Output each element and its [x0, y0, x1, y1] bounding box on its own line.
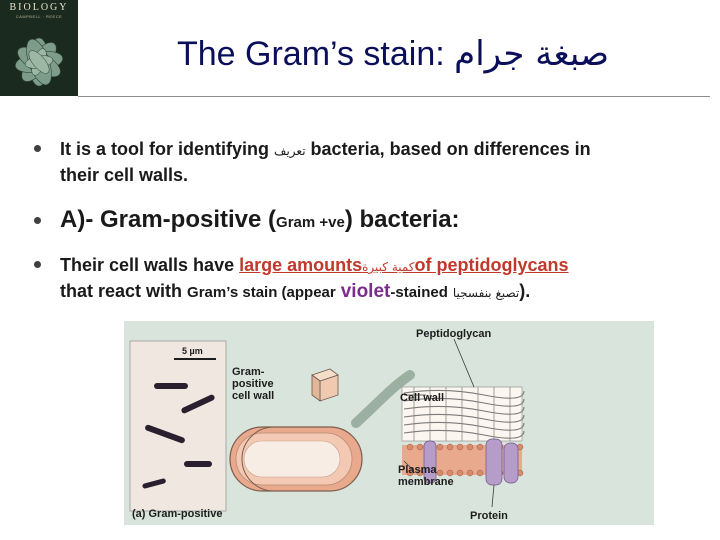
bullet-icon [34, 217, 41, 224]
succulent-plant-image [15, 37, 63, 87]
bullet-3-line2-b: -stained [390, 284, 448, 301]
book-cover: BIOLOGY CAMPBELL · REECE [0, 0, 78, 96]
gram-label-line-1: Gram- [232, 366, 265, 378]
bullet-1-line-2: their cell walls. [60, 165, 189, 185]
bullet-icon [34, 145, 41, 152]
bullet-1-arabic: تعريف [274, 144, 306, 158]
title-arabic: صبغة جرام [454, 34, 609, 74]
title-divider [78, 96, 710, 97]
gram-label-line-3: cell wall [232, 390, 274, 402]
scale-label: 5 µm [182, 346, 203, 356]
bullet-3-red-b: of peptidoglycans [414, 255, 569, 275]
heading-small: Gram +ve [276, 214, 345, 231]
figure-caption: (a) Gram-positive [132, 508, 222, 520]
heading-part-b: ) bacteria: [344, 206, 460, 233]
bullet-1-text: It is a tool for identifying تعريف bacte… [60, 137, 680, 187]
gram-label-line-2: positive [232, 378, 274, 390]
bullet-3-line2-arabic: تصبغ بنفسجيا [452, 286, 520, 300]
title-text: The Gram’s stain: [177, 35, 445, 73]
cell-wall-label: Cell wall [400, 392, 444, 404]
bullet-1-part-a: It is a tool for identifying [60, 139, 269, 159]
bullet-3-part-a: Their cell walls have [60, 255, 235, 275]
bullet-3-violet: violet [340, 281, 391, 302]
heading-part-a: A)- Gram-positive ( [60, 206, 277, 233]
bullet-3-line2-small: Gram’s stain (appear [187, 284, 336, 301]
bullet-3-line2-a: that react with [60, 281, 183, 301]
protein-label: Protein [470, 510, 508, 522]
bullet-1-part-b: bacteria, based on differences in [310, 139, 591, 159]
wall-cube [311, 368, 339, 402]
bacteria-rods [142, 383, 215, 489]
slide-title: The Gram’s stain: صبغة جرام [78, 34, 708, 74]
bullet-3-red-arabic: كمية كبيرة [362, 260, 415, 274]
bullet-icon [34, 261, 41, 268]
cover-title: BIOLOGY [9, 2, 69, 13]
gram-positive-figure: 5 µm Gram- positive cell wall [124, 321, 654, 525]
zoom-arrow [351, 370, 415, 428]
bullet-3-text: Their cell walls have large amountsكمية … [60, 253, 680, 305]
plasma-label-line-1: Plasma [398, 464, 437, 476]
bullet-2-heading: A)- Gram-positive (Gram +ve) bacteria: [60, 206, 680, 237]
plasma-label-line-2: membrane [398, 476, 454, 488]
peptidoglycan-label: Peptidoglycan [416, 328, 491, 340]
leader-lines [403, 338, 495, 508]
rod-cell [229, 426, 363, 492]
bullet-3-line2-end: ). [519, 281, 531, 301]
cover-subtitle: CAMPBELL · REECE [15, 14, 63, 19]
bullet-3-red-a: large amounts [239, 255, 363, 275]
cell-wall-diagram [401, 386, 525, 486]
